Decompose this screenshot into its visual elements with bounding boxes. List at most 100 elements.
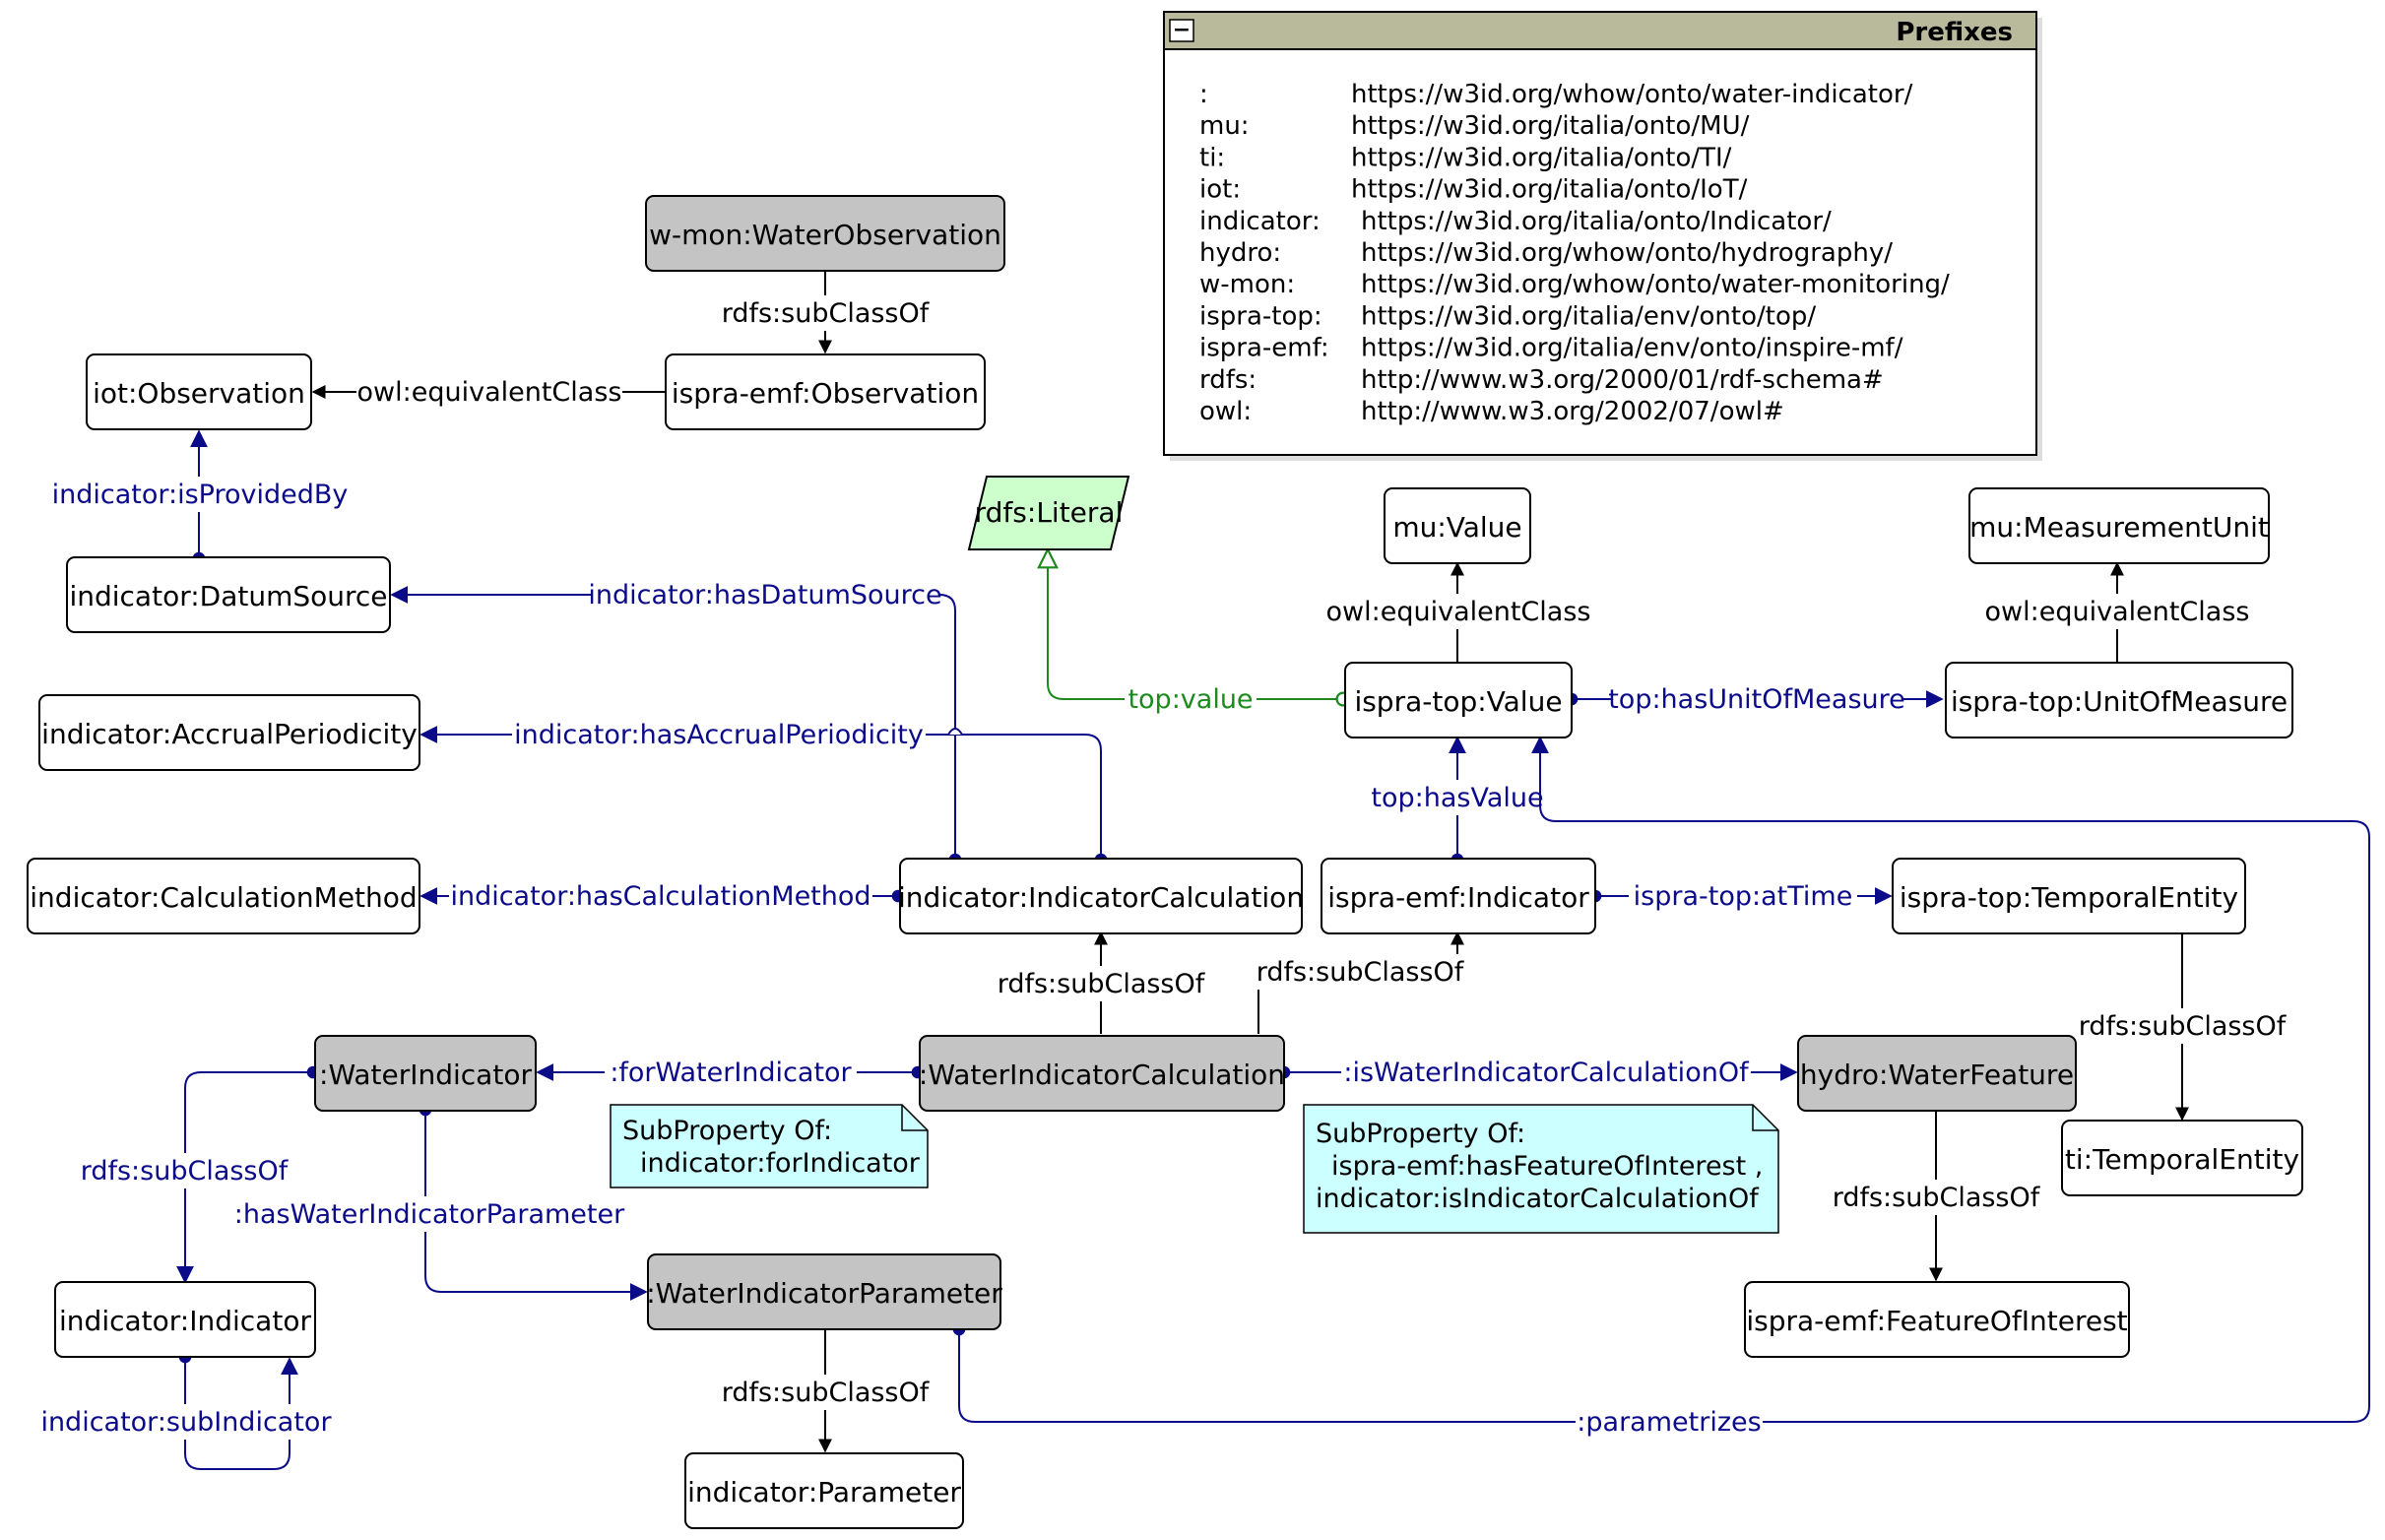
prefix-name: ispra-emf: (1199, 334, 1329, 363)
edge-label-bg (1125, 681, 1257, 717)
note-line: SubProperty Of: (622, 1116, 832, 1146)
node-indicator-calculation[interactable]: indicator:IndicatorCalculation (898, 858, 1304, 934)
node-label: ispra-emf:FeatureOfInterest (1746, 1305, 2127, 1337)
node-water-feature[interactable]: hydro:WaterFeature (1797, 1035, 2077, 1112)
edge-label-bg (39, 1404, 333, 1440)
edge-top-value (1048, 549, 1343, 699)
prefix-iri: http://www.w3.org/2000/01/rdf-schema# (1361, 365, 1884, 395)
edge-label-at-time: ispra-top:atTime (1634, 881, 1853, 912)
node-label: rdfs:Literal (975, 496, 1124, 529)
edge-has-datum-source (390, 586, 962, 866)
edge-label-bg (75, 1153, 293, 1188)
node-label: indicator:AccrualPeriodicity (41, 718, 418, 750)
note-line: indicator:forIndicator (640, 1148, 921, 1179)
prefix-name: w-mon: (1199, 270, 1295, 299)
edge-label-bg (1828, 1180, 2044, 1215)
node-ispra-value[interactable]: ispra-top:Value (1344, 662, 1573, 738)
node-ispra-indicator[interactable]: ispra-emf:Indicator (1321, 858, 1596, 934)
node-mu-measurement-unit[interactable]: mu:MeasurementUnit (1968, 487, 2270, 564)
note-line: SubProperty Of: (1316, 1119, 1525, 1149)
edge-label-bg (717, 295, 934, 331)
prefix-name: mu: (1199, 111, 1250, 141)
prefix-name: ti: (1199, 143, 1225, 172)
edge-label-sub-indicator: indicator:subIndicator (40, 1407, 332, 1438)
node-accrual-periodicity[interactable]: indicator:AccrualPeriodicity (38, 694, 420, 771)
node-label: iot:Observation (93, 377, 305, 410)
edge-has-accrual-periodicity (419, 726, 1108, 866)
prefixes-panel: − Prefixes : https://w3id.org/whow/onto/w… (1163, 11, 2042, 461)
edge-label-subclassof: rdfs:subClassOf (81, 1156, 290, 1187)
node-iot-observation[interactable]: iot:Observation (86, 353, 312, 430)
node-indicator-parameter[interactable]: indicator:Parameter (684, 1452, 964, 1529)
prefix-iri: https://w3id.org/italia/env/onto/inspire… (1361, 334, 1903, 363)
node-calculation-method[interactable]: indicator:CalculationMethod (27, 858, 420, 934)
edge-label-bg (1611, 681, 1902, 717)
node-label: w-mon:WaterObservation (649, 219, 1001, 251)
prefix-name: iot: (1199, 175, 1241, 205)
edge-label-bg (1982, 594, 2252, 629)
node-label: indicator:Parameter (687, 1476, 961, 1508)
prefix-row: w-mon:https://w3id.org/whow/onto/water-m… (1199, 270, 1950, 299)
edge-has-water-indicator-parameter (419, 1103, 648, 1301)
node-feature-of-interest[interactable]: ispra-emf:FeatureOfInterest (1744, 1281, 2130, 1358)
node-water-indicator-parameter[interactable]: :WaterIndicatorParameter (646, 1253, 1002, 1330)
prefixes-list: : https://w3id.org/whow/onto/water-indica… (1199, 80, 1950, 426)
prefix-name: hydro: (1199, 238, 1281, 268)
note-line: indicator:isIndicatorCalculationOf (1316, 1184, 1760, 1214)
prefix-row: hydro: https://w3id.org/whow/onto/hydrogr… (1199, 238, 1893, 268)
prefix-row: iot: https://w3id.org/italia/onto/IoT/ (1199, 175, 1748, 205)
prefix-iri: https://w3id.org/whow/onto/water-indicat… (1351, 80, 1913, 109)
node-indicator-indicator[interactable]: indicator:Indicator (54, 1281, 316, 1358)
collapse-icon: − (1173, 18, 1191, 42)
edge-label-subclassof: rdfs:subClassOf (998, 969, 1206, 999)
node-water-indicator-calculation[interactable]: :WaterIndicatorCalculation (919, 1035, 1285, 1112)
node-label: indicator:CalculationMethod (30, 881, 417, 914)
prefix-iri: https://w3id.org/italia/env/onto/top/ (1361, 301, 1816, 331)
edge-label-bg (1323, 594, 1593, 629)
edge-label-bg (240, 1196, 620, 1232)
node-water-observation[interactable]: w-mon:WaterObservation (645, 195, 1005, 272)
edge-sub-indicator (178, 1350, 298, 1470)
node-label: hydro:WaterFeature (1800, 1059, 2074, 1091)
edge-label-has-unit-of-measure: top:hasUnitOfMeasure (1608, 684, 1905, 715)
node-label: ispra-top:UnitOfMeasure (1951, 685, 2288, 718)
node-label: :WaterIndicatorParameter (646, 1277, 1002, 1310)
edge-label-has-datum-source: indicator:hasDatumSource (588, 580, 941, 610)
node-label: :WaterIndicatorCalculation (919, 1059, 1285, 1091)
prefix-name: : (1199, 80, 1208, 109)
edge-crossing-hop (947, 728, 963, 736)
edge-label-is-provided-by: indicator:isProvidedBy (52, 480, 349, 510)
edge-label-equivalentclass: owl:equivalentClass (357, 377, 622, 408)
edge-label-bg (2074, 1008, 2290, 1044)
node-label: ispra-emf:Indicator (1327, 881, 1589, 914)
node-label: ispra-emf:Observation (672, 377, 979, 410)
prefix-name: indicator: (1199, 207, 1321, 236)
prefix-name: ispra-top: (1199, 301, 1322, 331)
edge-label-bg (512, 717, 926, 752)
node-rdfs-literal[interactable]: rdfs:Literal (967, 476, 1130, 550)
node-ispra-observation[interactable]: ispra-emf:Observation (665, 353, 986, 430)
node-label: mu:MeasurementUnit (1969, 511, 2269, 544)
edge-label-parametrizes: :parametrizes (1577, 1407, 1761, 1438)
prefix-iri: https://w3id.org/italia/onto/IoT/ (1351, 175, 1748, 205)
collapse-button[interactable]: − (1169, 18, 1194, 42)
edge-label-has-water-indicator-parameter: :hasWaterIndicatorParameter (234, 1199, 625, 1230)
node-datum-source[interactable]: indicator:DatumSource (66, 556, 391, 633)
node-water-indicator[interactable]: :WaterIndicator (314, 1035, 537, 1112)
node-label: indicator:DatumSource (69, 580, 387, 612)
node-label: ispra-top:Value (1354, 685, 1562, 718)
node-ti-temporal-entity[interactable]: ti:TemporalEntity (2061, 1120, 2303, 1196)
prefix-iri: http://www.w3.org/2002/07/owl# (1361, 397, 1784, 426)
node-label: ti:TemporalEntity (2065, 1143, 2299, 1176)
node-label: mu:Value (1392, 511, 1521, 544)
prefix-iri: https://w3id.org/whow/onto/hydrography/ (1361, 238, 1893, 268)
node-temporal-entity-top[interactable]: ispra-top:TemporalEntity (1892, 858, 2246, 934)
node-mu-value[interactable]: mu:Value (1384, 487, 1531, 564)
prefixes-title: Prefixes (1896, 18, 2013, 47)
node-unit-of-measure[interactable]: ispra-top:UnitOfMeasure (1945, 662, 2293, 738)
prefix-row: : https://w3id.org/whow/onto/water-indica… (1199, 80, 1913, 109)
edge-label-bg (356, 374, 622, 410)
prefix-row: ispra-top: https://w3id.org/italia/env/on… (1199, 301, 1816, 331)
edge-label-subclassof: rdfs:subClassOf (722, 1378, 931, 1408)
edge-label-bg (605, 1055, 857, 1090)
